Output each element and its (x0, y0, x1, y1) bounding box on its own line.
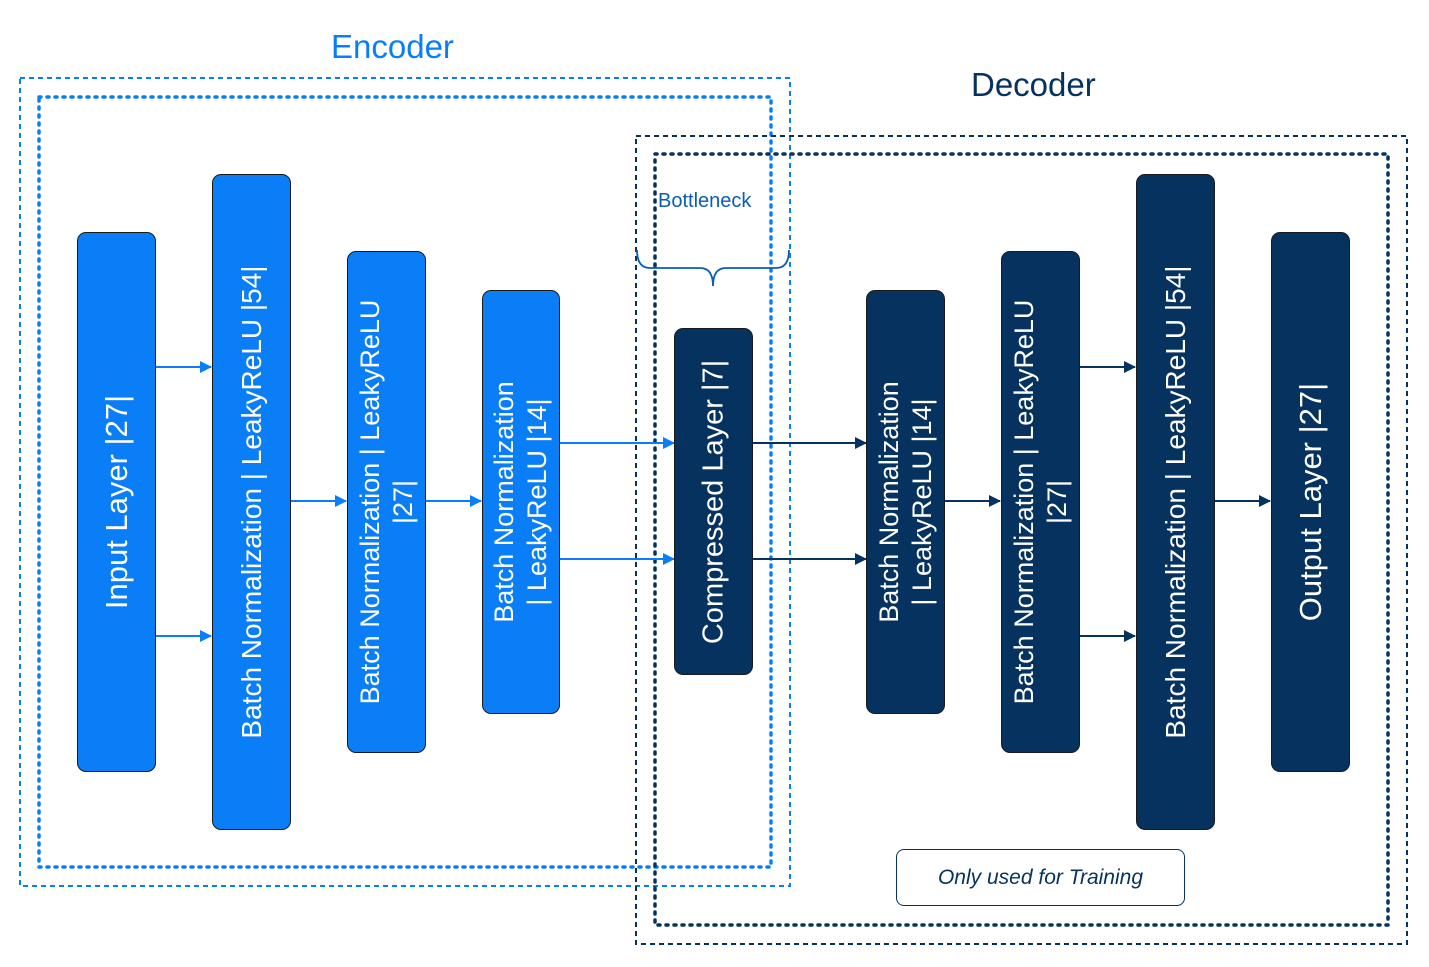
decoder-bn-leakyrelu-27: Batch Normalization | LeakyReLU |27| (1001, 251, 1080, 753)
encoder-bn-leakyrelu-27-label: Batch Normalization | LeakyReLU |27| (354, 299, 418, 705)
bottleneck-label: Bottleneck (658, 190, 752, 212)
decoder-bn-leakyrelu-14-label: Batch Normalization | LeakyReLU |14| (873, 381, 937, 623)
decoder-bn-leakyrelu-54-label: Batch Normalization | LeakyReLU |54| (1159, 265, 1191, 739)
encoder-title: Encoder (331, 28, 454, 65)
decoder-bn-leakyrelu-27-label: Batch Normalization | LeakyReLU |27| (1008, 299, 1072, 705)
bottleneck-brace (636, 249, 790, 287)
compressed-layer-label: Compressed Layer |7| (696, 359, 729, 644)
input-layer: Input Layer |27| (77, 232, 156, 772)
encoder-outer-boundary (19, 77, 791, 887)
encoder-bn-leakyrelu-27: Batch Normalization | LeakyReLU |27| (347, 251, 426, 753)
input-layer-label: Input Layer |27| (98, 394, 134, 610)
decoder-bn-leakyrelu-14: Batch Normalization | LeakyReLU |14| (866, 290, 945, 714)
encoder-bn-leakyrelu-54-label: Batch Normalization | LeakyReLU |54| (235, 265, 267, 739)
encoder-inner-boundary (37, 95, 773, 869)
compressed-layer: Compressed Layer |7| (674, 328, 753, 675)
decoder-title: Decoder (971, 66, 1096, 103)
output-layer-label: Output Layer |27| (1292, 382, 1328, 622)
output-layer: Output Layer |27| (1271, 232, 1350, 772)
encoder-bn-leakyrelu-14: Batch Normalization | LeakyReLU |14| (482, 290, 560, 714)
encoder-bn-leakyrelu-54: Batch Normalization | LeakyReLU |54| (212, 174, 291, 830)
decoder-inner-boundary (653, 152, 1390, 927)
decoder-bn-leakyrelu-54: Batch Normalization | LeakyReLU |54| (1136, 174, 1215, 830)
training-note: Only used for Training (896, 849, 1185, 906)
decoder-outer-boundary (635, 135, 1408, 945)
encoder-bn-leakyrelu-14-label: Batch Normalization | LeakyReLU |14| (489, 381, 552, 623)
